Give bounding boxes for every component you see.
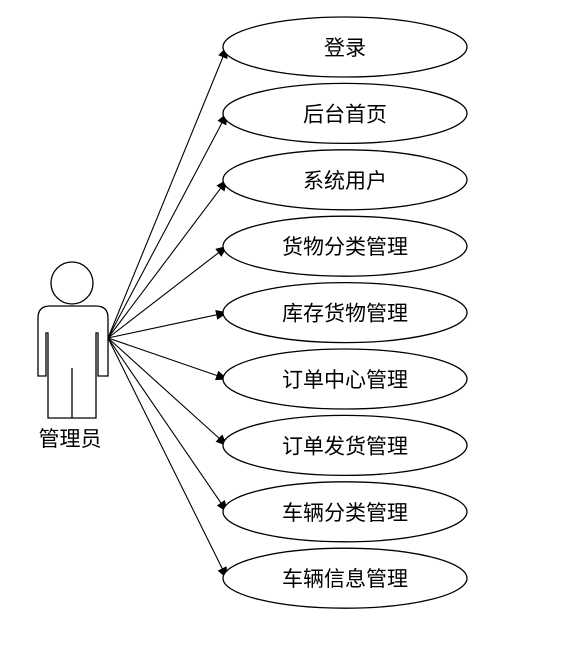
use-case: 订单中心管理 [222, 348, 468, 410]
use-case: 货物分类管理 [222, 215, 468, 277]
use-case-ellipse [222, 16, 468, 78]
use-case-label: 车辆信息管理 [282, 567, 408, 591]
use-case-label: 货物分类管理 [282, 235, 408, 259]
use-case: 库存货物管理 [222, 281, 468, 344]
association-arrow [107, 112, 228, 339]
association-arrow [107, 245, 228, 339]
use-case-label: 系统用户 [303, 169, 387, 193]
association-arrow [107, 337, 228, 580]
actor-body [37, 305, 109, 419]
use-case-ellipse [222, 215, 468, 277]
use-case-ellipse [222, 281, 468, 344]
use-case: 后台首页 [222, 82, 468, 145]
association-arrow [107, 337, 228, 447]
use-case-ellipse [222, 82, 468, 145]
actor-figure [37, 261, 109, 419]
use-case-ellipse [222, 547, 468, 609]
use-cases: 登录后台首页系统用户货物分类管理库存货物管理订单中心管理订单发货管理车辆分类管理… [222, 16, 468, 609]
use-case: 登录 [222, 16, 468, 78]
use-case-label: 车辆分类管理 [282, 501, 408, 525]
use-case-ellipse [222, 149, 468, 211]
use-case-ellipse [222, 348, 468, 410]
use-case-label: 订单中心管理 [282, 368, 408, 392]
use-case-label: 库存货物管理 [282, 302, 408, 326]
association-arrow [107, 179, 228, 339]
use-case: 车辆信息管理 [222, 547, 468, 609]
use-case-ellipse [222, 414, 468, 477]
use-case-label: 登录 [324, 36, 366, 60]
use-case-ellipse [222, 481, 468, 543]
use-case-label: 后台首页 [303, 102, 387, 126]
actor-label: 管理员 [39, 427, 102, 451]
association-arrow [107, 337, 228, 513]
use-case-label: 订单发货管理 [282, 434, 408, 458]
use-case: 系统用户 [222, 149, 468, 211]
use-case: 车辆分类管理 [222, 481, 468, 543]
connectors [107, 46, 228, 580]
association-arrow [107, 46, 228, 339]
association-arrow [107, 310, 228, 339]
association-arrow [107, 337, 228, 381]
actor-head [50, 261, 94, 305]
use-case: 订单发货管理 [222, 414, 468, 477]
